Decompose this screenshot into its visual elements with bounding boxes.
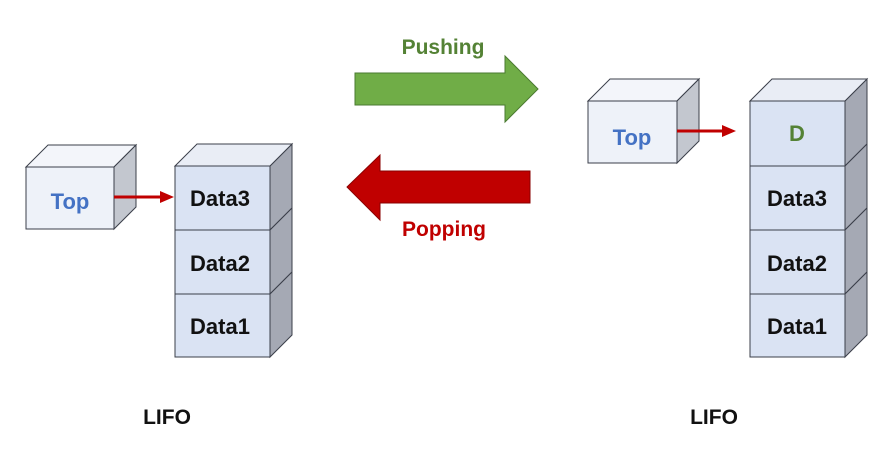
right-cell-label: Data2 bbox=[767, 251, 827, 276]
right-cell-label: Data3 bbox=[767, 186, 827, 211]
right-stack-cell: Data1 bbox=[749, 293, 846, 358]
left-caption: LIFO bbox=[143, 406, 191, 429]
left-top-label: Top bbox=[51, 189, 90, 214]
left-stack-cell: Data2 bbox=[174, 229, 271, 295]
right-caption: LIFO bbox=[690, 406, 738, 429]
pop-arrow bbox=[346, 153, 531, 222]
pop-label: Popping bbox=[402, 218, 486, 241]
right-new-cell-label: D bbox=[789, 121, 805, 146]
left-cell-label: Data1 bbox=[190, 314, 250, 339]
left-stack-cell: Data3 bbox=[174, 165, 271, 231]
right-cell-label: Data1 bbox=[767, 314, 827, 339]
push-label: Pushing bbox=[402, 36, 485, 59]
right-top-pointer-box: Top bbox=[586, 77, 701, 165]
left-top-pointer-box: Top bbox=[24, 143, 138, 231]
push-arrow bbox=[354, 54, 539, 124]
right-top-box-front-face bbox=[587, 100, 678, 164]
right-stack: D Data3 Data2 Data1 bbox=[748, 77, 869, 359]
left-cell-label: Data3 bbox=[190, 186, 250, 211]
right-stack-cell: Data3 bbox=[749, 165, 846, 231]
right-top-label: Top bbox=[613, 125, 652, 150]
right-stack-cell: Data2 bbox=[749, 229, 846, 295]
left-pointer-arrow bbox=[114, 191, 174, 203]
left-stack: Data3 Data2 Data1 bbox=[173, 142, 294, 359]
left-cell-label: Data2 bbox=[190, 251, 250, 276]
right-stack-new-cell: D bbox=[749, 100, 846, 167]
right-pointer-arrow bbox=[677, 125, 736, 137]
left-top-box-front-face bbox=[25, 166, 115, 230]
left-stack-cell: Data1 bbox=[174, 293, 271, 358]
